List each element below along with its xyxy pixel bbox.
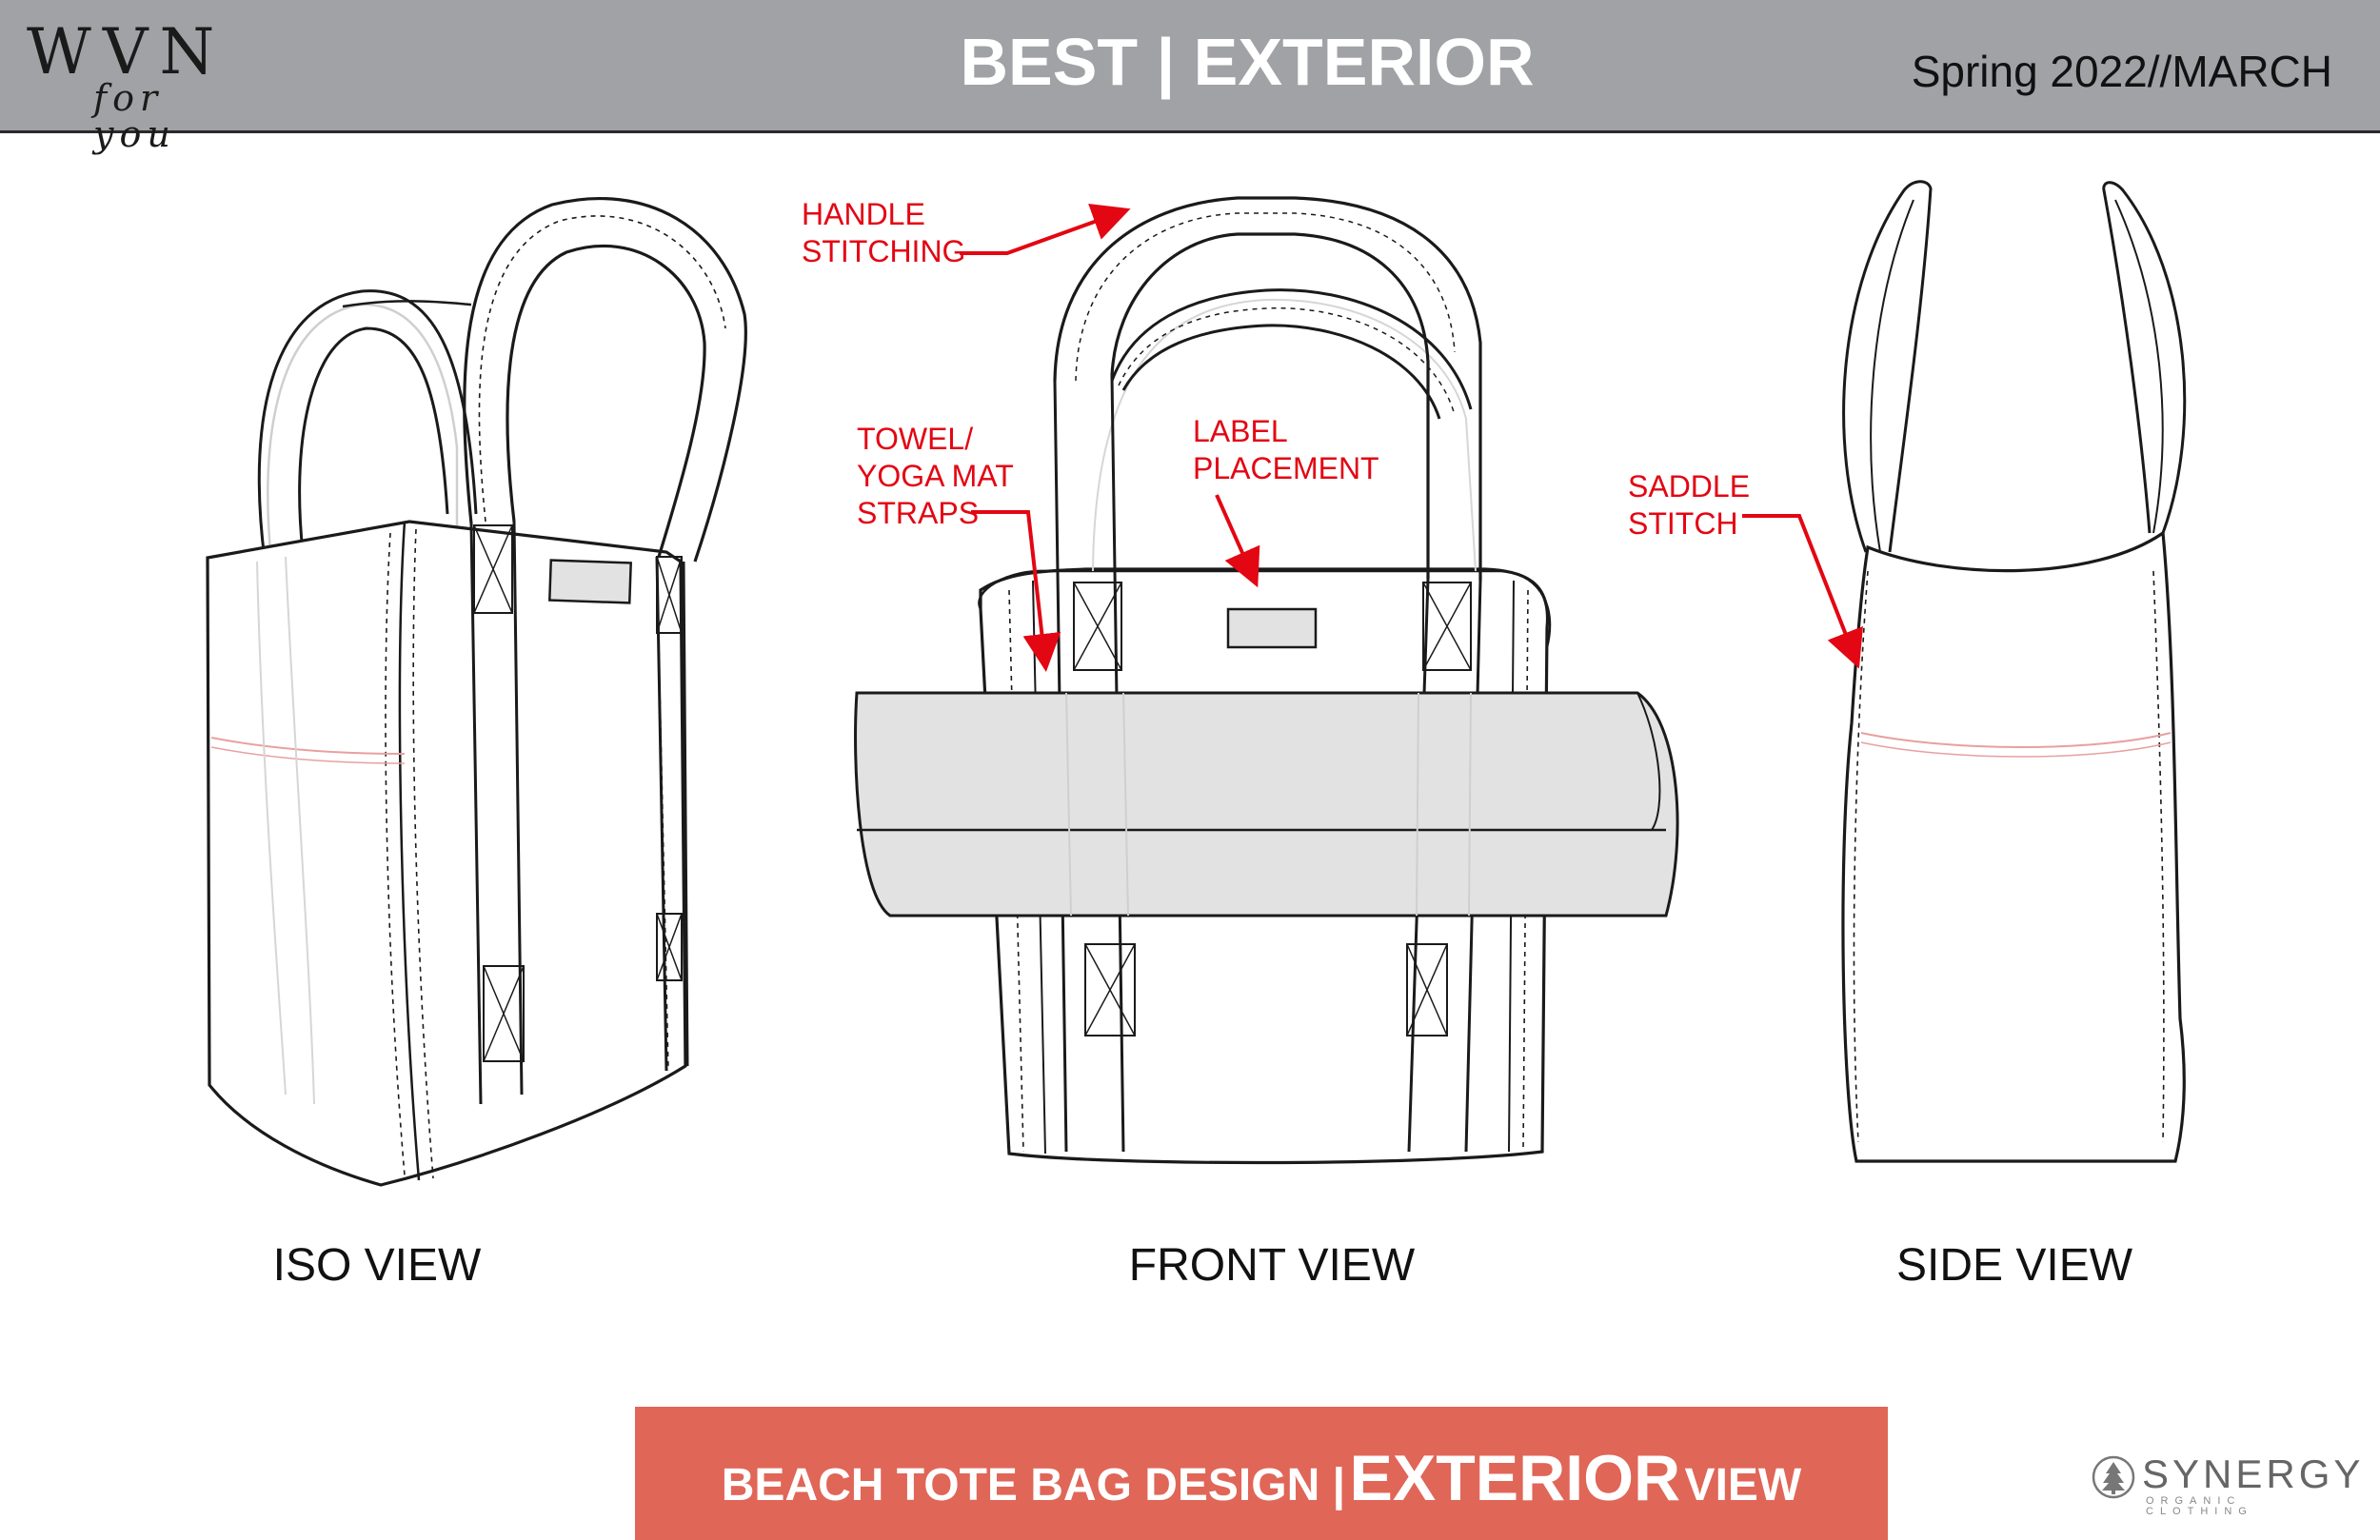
front-label-patch — [1226, 607, 1318, 649]
front-yoga-mat-roll — [854, 691, 1679, 918]
callout-towel-straps: TOWEL/ YOGA MAT STRAPS — [857, 422, 1014, 530]
iso-front-handle-inner — [506, 244, 706, 558]
banner-text-part2: EXTERIOR — [1349, 1442, 1681, 1514]
arrow-saddle-stitch — [1742, 514, 1863, 669]
front-xbox-top-right — [1422, 582, 1472, 671]
front-view-label: FRONT VIEW — [1128, 1240, 1416, 1291]
front-xbox-bottom-right — [1406, 943, 1448, 1037]
front-back-handle-inner — [1121, 324, 1441, 420]
iso-xbox-bottom-left — [483, 965, 525, 1062]
tree-icon — [2092, 1455, 2135, 1499]
side-bag-body — [1841, 530, 2186, 1163]
design-title-banner: BEACH TOTE BAG DESIGN | EXTERIOR VIEW — [635, 1407, 1888, 1540]
iso-front-handle-stitch — [478, 215, 726, 523]
front-handle-outer — [1053, 196, 1482, 581]
front-top-rim — [978, 569, 1552, 648]
iso-view-label: ISO VIEW — [272, 1240, 482, 1291]
iso-back-handle-outer — [257, 289, 478, 561]
side-right-handle-inner — [2114, 199, 2164, 534]
synergy-logo: SYNERGY ORGANIC CLOTHING — [2091, 1454, 2360, 1517]
side-pocket-seam — [1860, 732, 2172, 748]
callout-handle-stitching: HANDLE STITCHING — [802, 197, 966, 268]
iso-front-panel — [206, 520, 687, 1187]
header-bar: WVN for you BEST | EXTERIOR Spring 2022/… — [0, 0, 2380, 153]
side-left-handle-inner — [1870, 199, 1914, 553]
iso-strap-right — [655, 556, 668, 1072]
banner-text-part3: VIEW — [1684, 1460, 1802, 1510]
front-view-drawing — [854, 196, 1679, 1165]
iso-strap-left-b — [512, 521, 524, 1096]
iso-back-rim — [342, 300, 472, 308]
iso-back-handle — [267, 303, 459, 563]
arrow-label-placement — [1215, 494, 1260, 588]
arrow-handle-stitching — [960, 204, 1131, 255]
iso-strap-right-b — [682, 561, 689, 1067]
front-xbox-top-left — [1073, 582, 1122, 671]
side-right-handle-outer — [2102, 181, 2187, 534]
front-xbox-bottom-left — [1084, 943, 1136, 1037]
page-title: BEST | EXTERIOR — [960, 25, 1535, 99]
callout-label-placement: LABEL PLACEMENT — [1193, 414, 1379, 485]
side-left-stitch — [1853, 570, 1869, 1143]
iso-inner-handle-ghost-2 — [285, 556, 315, 1105]
front-handle-stitch — [1075, 212, 1456, 382]
side-right-stitch — [2152, 570, 2165, 1143]
iso-xbox-top-left — [473, 524, 513, 614]
callout-saddle-stitch: SADDLE STITCH — [1628, 469, 1751, 541]
iso-view-drawing — [206, 196, 747, 1187]
iso-corner-stitch-2 — [412, 528, 434, 1179]
brand-tagline: ORGANIC CLOTHING — [2146, 1495, 2253, 1517]
front-handle-inner — [1110, 232, 1430, 579]
iso-pocket-seam-2 — [210, 746, 406, 764]
wvn-logo: WVN for you — [27, 15, 255, 153]
iso-corner-stitch — [385, 532, 406, 1176]
front-back-handle-stitch — [1118, 306, 1456, 416]
front-left-seam — [1008, 589, 1024, 1153]
brand-name: SYNERGY — [2142, 1451, 2365, 1496]
iso-pocket-seam — [210, 737, 406, 755]
side-left-handle-outer — [1842, 180, 1933, 553]
side-view-drawing — [1841, 180, 2187, 1163]
banner-text-part1: BEACH TOTE BAG DESIGN | — [721, 1460, 1346, 1510]
iso-xbox-top-right — [656, 556, 683, 634]
side-view-label: SIDE VIEW — [1895, 1240, 2133, 1291]
callout-arrows — [960, 204, 1863, 672]
iso-back-handle-inner — [298, 326, 449, 553]
iso-xbox-bottom-right — [656, 913, 683, 981]
iso-front-handle-outer — [463, 196, 747, 563]
iso-strap-left — [469, 523, 483, 1105]
front-strap-over-mat-right — [1416, 692, 1472, 917]
logo-sub-text: for you — [93, 77, 176, 155]
season-date: Spring 2022//MARCH — [1911, 47, 2332, 96]
iso-inner-handle-ghost — [256, 561, 287, 1096]
iso-label-patch — [547, 559, 633, 604]
side-pocket-seam-2 — [1860, 741, 2172, 758]
front-back-handle-outer — [1110, 288, 1473, 410]
logo-main-text: WVN — [27, 15, 227, 89]
front-strap-over-mat-left — [1065, 692, 1129, 917]
iso-corner-seam — [398, 521, 421, 1181]
front-yoga-mat-end — [1636, 692, 1661, 831]
arrow-towel-straps — [971, 510, 1061, 672]
